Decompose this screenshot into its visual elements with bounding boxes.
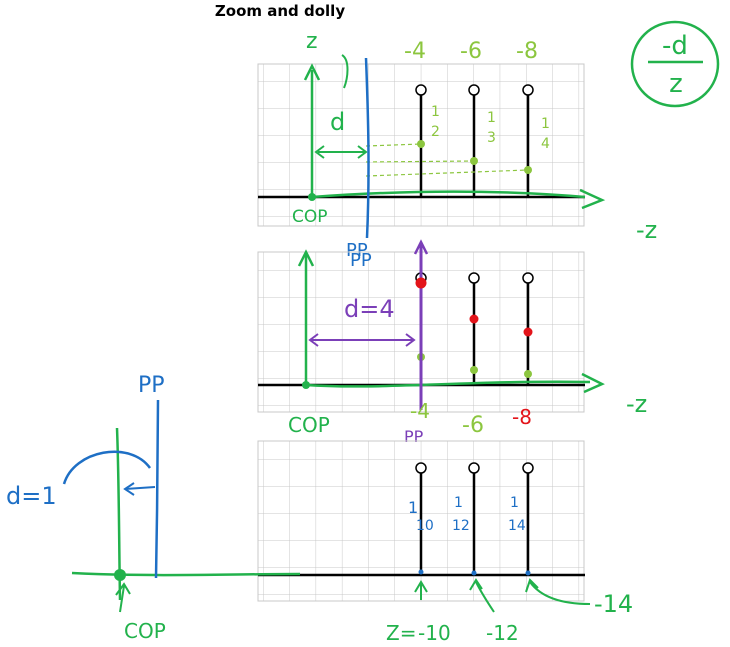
- panel-2-distance-label: d=4: [344, 295, 395, 323]
- panel-3-z-prefix: Z=: [386, 621, 416, 645]
- object-point-top: [522, 272, 534, 284]
- fraction-denominator: 12: [452, 518, 470, 534]
- panel-3-z-label: -12: [486, 621, 519, 645]
- object-point-top: [415, 84, 427, 96]
- panel-1-z-label: -4: [404, 39, 426, 64]
- side-sketch: PP d=1 COP: [6, 373, 301, 643]
- panel-2-axis-right-label: -z: [626, 390, 647, 418]
- object-point-top: [468, 272, 480, 284]
- panel-3-z-label: -14: [594, 590, 633, 618]
- object-point-top: [415, 462, 427, 474]
- object-point-top: [468, 84, 480, 96]
- object-point-top: [468, 462, 480, 474]
- fraction-denominator: 10: [416, 518, 434, 534]
- fraction-denominator: 3: [487, 130, 496, 146]
- fraction-numerator: 1: [541, 116, 550, 132]
- fraction-numerator: 1: [454, 495, 463, 511]
- panel-2-z-label: -4: [410, 399, 430, 423]
- formula-circle: -d z: [630, 20, 720, 108]
- panel-2-z-label: -8: [512, 405, 532, 429]
- panel-1-cop-label: COP: [292, 207, 328, 227]
- fraction-denominator: 2: [431, 124, 440, 140]
- panel-1: z -z d COP PP -4 -6 -8 1 2 1 3 1 4: [257, 29, 657, 261]
- side-picture-plane: [154, 399, 160, 579]
- panel-3: 1 10 1 12 1 14 Z= -10 -12 -14: [257, 440, 633, 645]
- panel-2-pp-label-top: PP: [350, 250, 372, 271]
- fraction-numerator: 1: [431, 104, 440, 120]
- panel-2: d=4 PP PP COP -z -4 -6 -8: [257, 239, 647, 446]
- panel-1-axis-right-label: -z: [636, 216, 657, 244]
- fraction-denominator: 14: [508, 518, 526, 534]
- diagram-title: Zoom and dolly: [214, 2, 346, 20]
- panel-1-axis-top-label: z: [306, 29, 318, 54]
- panel-1-z-label: -8: [516, 39, 538, 64]
- panel-2-cop-label: COP: [288, 413, 330, 437]
- panel-2-z-label: -6: [462, 413, 484, 438]
- fraction-denominator: 4: [541, 136, 550, 152]
- formula-numerator: -d: [662, 31, 688, 61]
- fraction-numerator: 1: [408, 498, 418, 517]
- side-cop-label: COP: [124, 619, 166, 643]
- formula-denominator: z: [669, 69, 683, 99]
- panel-1-distance-label: d: [330, 108, 345, 136]
- object-point-top: [522, 462, 534, 474]
- side-distance-label: d=1: [6, 482, 57, 510]
- side-pp-label: PP: [138, 373, 165, 398]
- panel-1-picture-plane: [364, 57, 370, 239]
- panel-1-z-label: -6: [460, 39, 482, 64]
- panel-3-z-label: -10: [418, 621, 451, 645]
- fraction-numerator: 1: [510, 495, 519, 511]
- object-point-top: [522, 84, 534, 96]
- fraction-numerator: 1: [487, 110, 496, 126]
